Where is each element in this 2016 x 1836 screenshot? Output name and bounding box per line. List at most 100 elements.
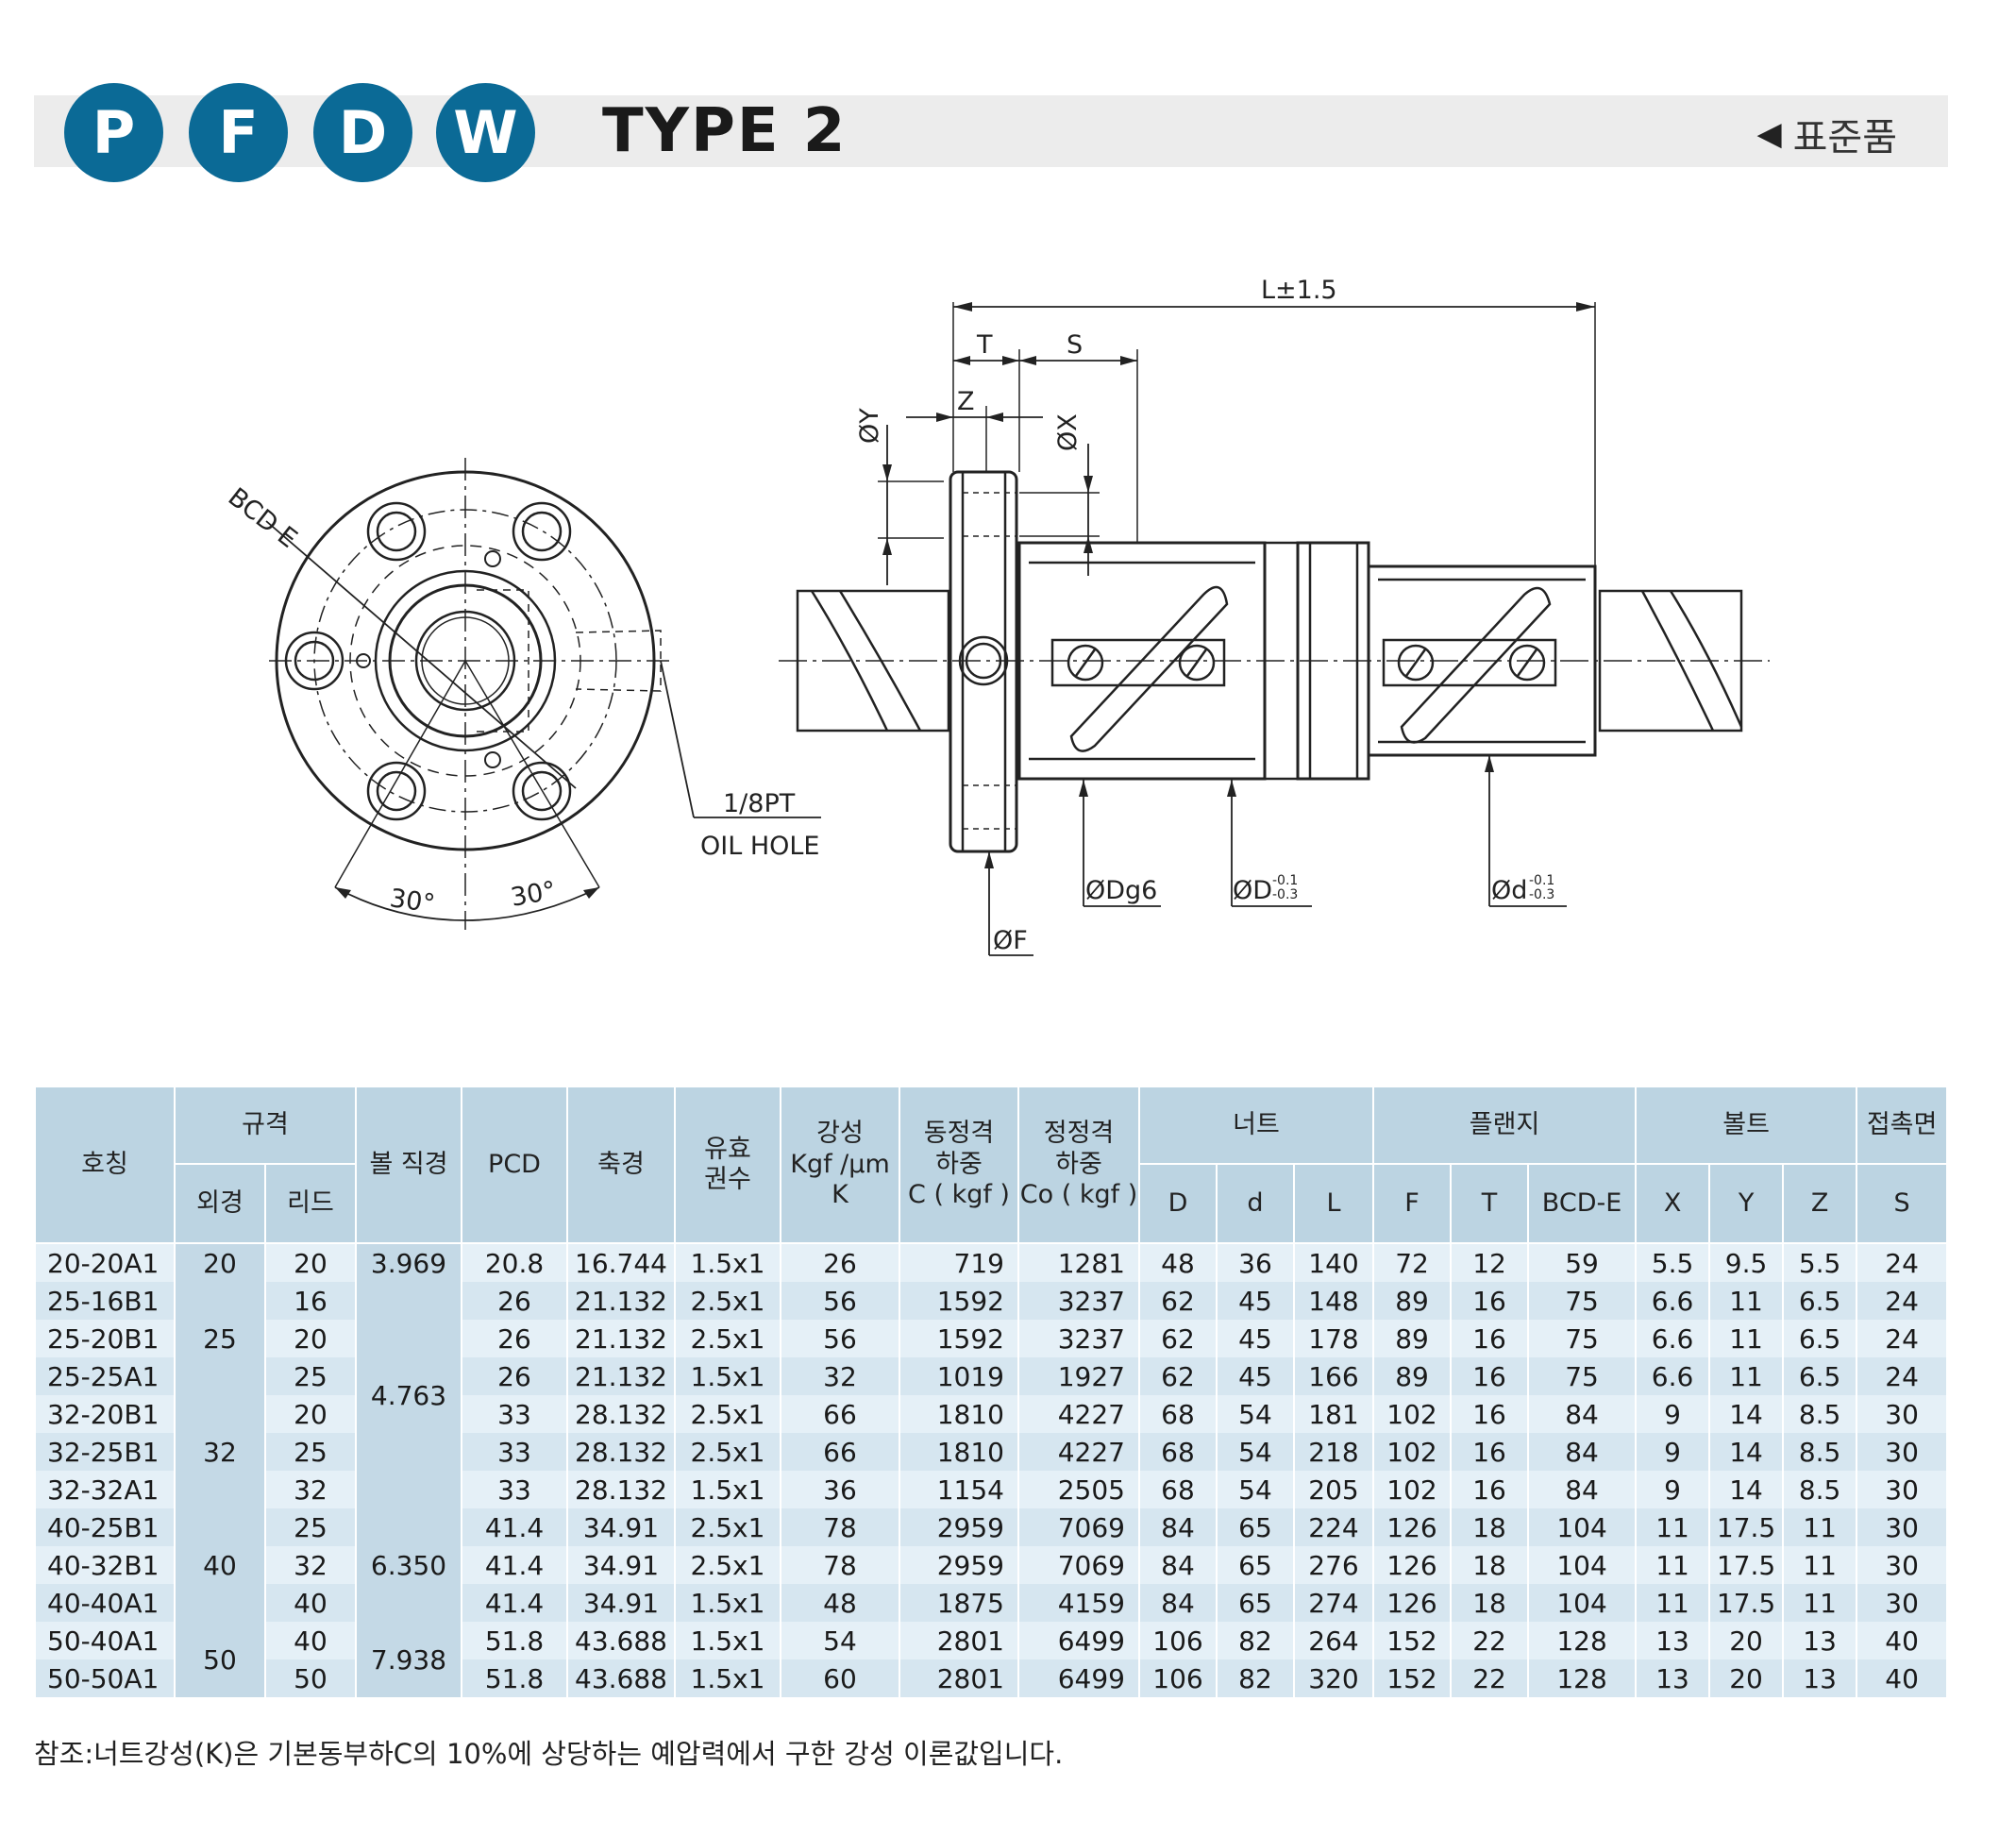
table-cell: 32-25B1: [34, 1433, 176, 1471]
header-lead: 리드: [264, 1163, 357, 1244]
header-flange: 플랜지: [1372, 1086, 1638, 1165]
table-cell: 9: [1635, 1471, 1711, 1508]
table-cell: 36: [780, 1471, 900, 1508]
table-cell: 2801: [899, 1622, 1019, 1659]
table-cell: 33: [461, 1471, 568, 1508]
table-cell: 1592: [899, 1320, 1019, 1357]
table-cell: 26: [461, 1357, 568, 1395]
technical-drawing: BCD E 1/8PT OIL HOLE 30° 30° L±1.5 T S Z…: [223, 276, 1770, 956]
table-cell: 102: [1372, 1471, 1453, 1508]
header-contact: 접촉면: [1856, 1086, 1949, 1165]
label-oil-hole: OIL HOLE: [700, 832, 820, 861]
table-cell: 40: [174, 1508, 266, 1622]
table-cell: 56: [780, 1282, 900, 1320]
table-cell: 72: [1372, 1243, 1453, 1282]
table-cell: 2.5x1: [674, 1546, 781, 1584]
table-cell: 66: [780, 1395, 900, 1433]
table-cell: 84: [1527, 1395, 1638, 1433]
table-cell: 20-20A1: [34, 1243, 176, 1282]
table-cell: 1927: [1017, 1357, 1140, 1395]
table-cell: 54: [1216, 1471, 1295, 1508]
table-cell: 14: [1708, 1395, 1785, 1433]
table-cell: 40: [1856, 1659, 1949, 1697]
table-cell: 89: [1372, 1320, 1453, 1357]
table-cell: 11: [1782, 1508, 1858, 1546]
type-title: TYPE 2: [602, 96, 848, 166]
table-cell: 36: [1216, 1243, 1295, 1282]
table-cell: 178: [1292, 1320, 1375, 1357]
table-cell: 126: [1372, 1584, 1453, 1622]
table-cell: 25-25A1: [34, 1357, 176, 1395]
header-shaft: 축경: [566, 1086, 676, 1244]
table-cell: 82: [1216, 1659, 1295, 1697]
label-z: Z: [957, 387, 975, 416]
table-cell: 8.5: [1782, 1433, 1858, 1471]
table-cell: 1281: [1017, 1243, 1140, 1282]
table-cell: 84: [1138, 1546, 1218, 1584]
table-cell: 43.688: [566, 1622, 676, 1659]
table-cell: 32-32A1: [34, 1471, 176, 1508]
table-cell: 1154: [899, 1471, 1019, 1508]
header-name: 호칭: [34, 1086, 176, 1244]
table-cell: 5.5: [1782, 1243, 1858, 1282]
label-nut-d-outer: ØD: [1233, 876, 1272, 905]
table-cell: 89: [1372, 1357, 1453, 1395]
label-y: ØY: [855, 408, 884, 444]
table-cell: 84: [1527, 1471, 1638, 1508]
badge-f: F: [189, 83, 288, 182]
table-cell: 25: [264, 1433, 357, 1471]
table-cell: 20: [264, 1320, 357, 1357]
table-cell: 40-32B1: [34, 1546, 176, 1584]
table-cell: 6.6: [1635, 1282, 1711, 1320]
badge-p: P: [64, 83, 163, 182]
table-cell: 13: [1782, 1659, 1858, 1697]
table-cell: 41.4: [461, 1508, 568, 1546]
header-flange-T: T: [1450, 1163, 1530, 1244]
table-cell: 17.5: [1708, 1546, 1785, 1584]
header-bolt-X: X: [1635, 1163, 1711, 1244]
table-cell: 3.969: [355, 1243, 462, 1282]
table-cell: 17.5: [1708, 1584, 1785, 1622]
table-cell: 2959: [899, 1508, 1019, 1546]
table-cell: 41.4: [461, 1546, 568, 1584]
header-outer: 외경: [174, 1163, 266, 1244]
table-cell: 1875: [899, 1584, 1019, 1622]
table-cell: 50: [174, 1622, 266, 1697]
table-cell: 68: [1138, 1395, 1218, 1433]
label-dg6: ØDg6: [1085, 876, 1157, 905]
front-view: [265, 458, 821, 930]
standard-label[interactable]: ◀ 표준품: [1756, 107, 1897, 161]
table-cell: 28.132: [566, 1395, 676, 1433]
table-cell: 320: [1292, 1659, 1375, 1697]
triangle-left-icon: ◀: [1756, 115, 1782, 153]
table-cell: 30: [1856, 1508, 1949, 1546]
table-cell: 28.132: [566, 1471, 676, 1508]
table-cell: 2505: [1017, 1471, 1140, 1508]
table-cell: 3237: [1017, 1282, 1140, 1320]
table-cell: 1.5x1: [674, 1471, 781, 1508]
table-cell: 13: [1782, 1622, 1858, 1659]
table-cell: 11: [1708, 1282, 1785, 1320]
label-f: ØF: [993, 926, 1028, 955]
table-cell: 51.8: [461, 1622, 568, 1659]
table-cell: 25-20B1: [34, 1320, 176, 1357]
table-cell: 24: [1856, 1357, 1949, 1395]
table-cell: 34.91: [566, 1546, 676, 1584]
table-cell: 1.5x1: [674, 1584, 781, 1622]
table-cell: 14: [1708, 1433, 1785, 1471]
label-bcd: BCD E: [223, 482, 303, 554]
table-cell: 6.6: [1635, 1320, 1711, 1357]
table-cell: 719: [899, 1243, 1019, 1282]
table-cell: 276: [1292, 1546, 1375, 1584]
table-cell: 50-40A1: [34, 1622, 176, 1659]
table-cell: 20.8: [461, 1243, 568, 1282]
table-cell: 11: [1635, 1546, 1711, 1584]
